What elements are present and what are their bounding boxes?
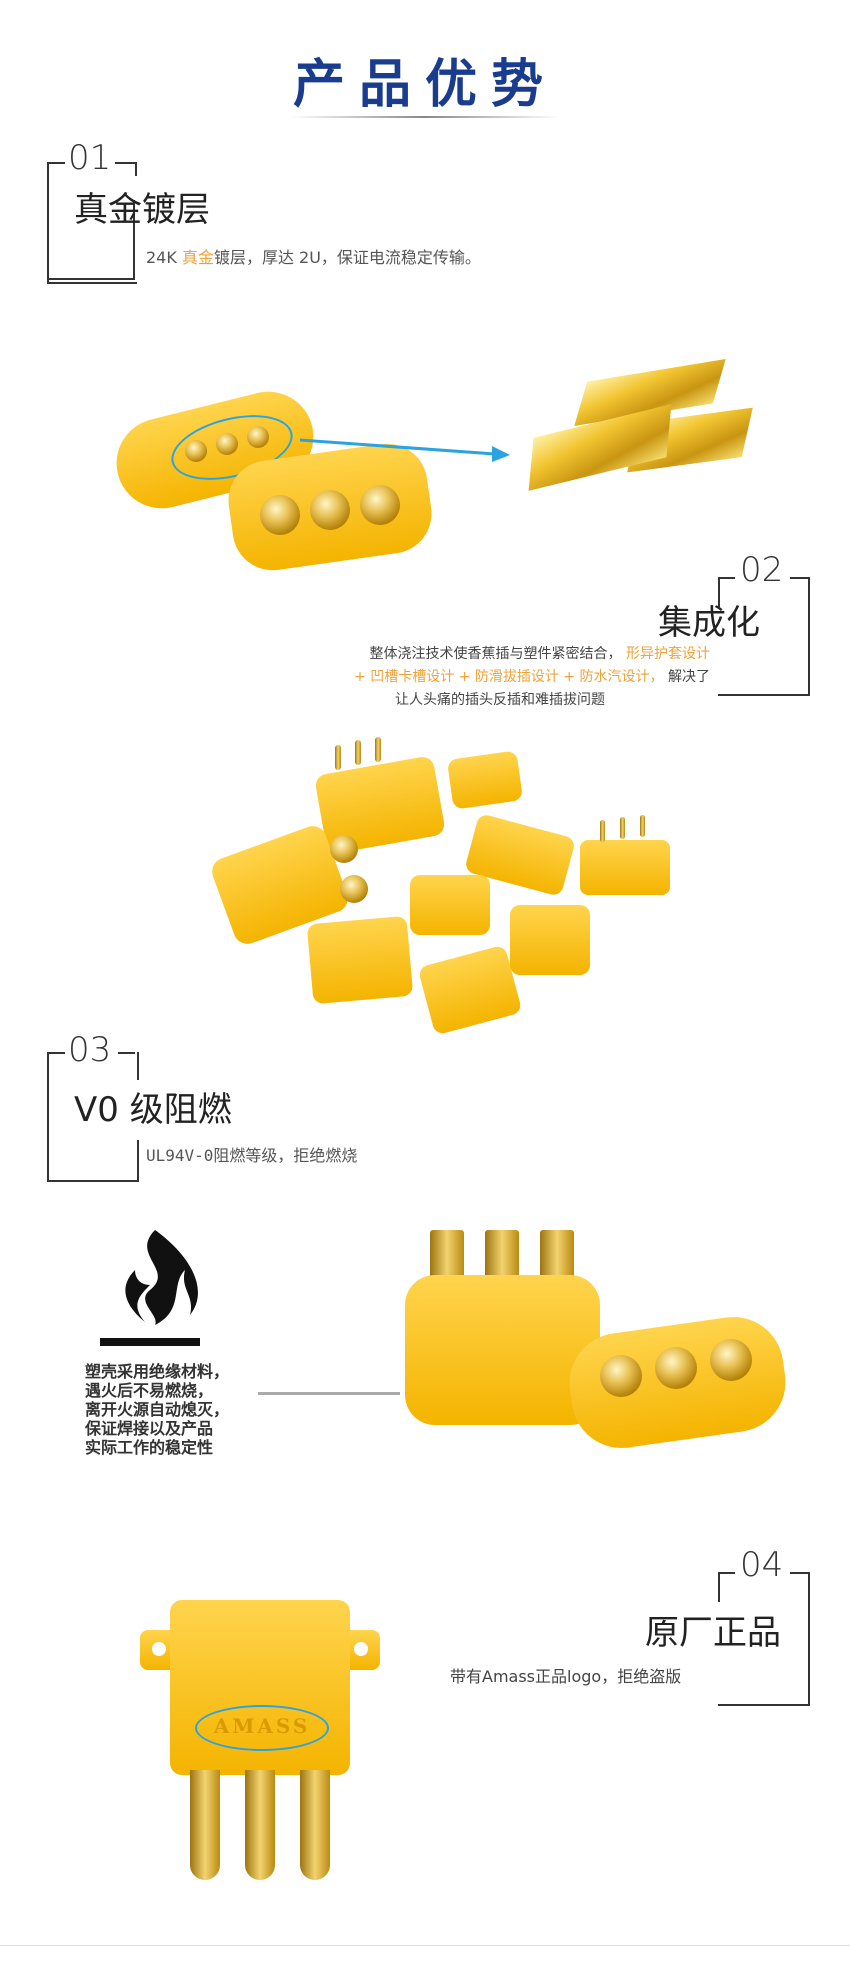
section-03-bracket-mask bbox=[135, 1080, 139, 1140]
pin-icon bbox=[247, 426, 269, 448]
pin-icon bbox=[340, 875, 368, 903]
mount-hole bbox=[354, 1642, 368, 1656]
connector-right bbox=[580, 840, 670, 895]
section-01-number: 01 bbox=[68, 138, 112, 178]
fire-line: 塑壳采用绝缘材料， bbox=[85, 1362, 230, 1381]
connector-group-image bbox=[208, 737, 690, 1045]
fire-line: 保证焊接以及产品 bbox=[85, 1419, 214, 1438]
fire-line: 遇火后不易燃烧， bbox=[85, 1381, 214, 1400]
section-01-desc-accent: 真金 bbox=[181, 248, 214, 267]
pin-rod bbox=[190, 1770, 220, 1880]
section-03-description: UL94V-0阻燃等级，拒绝燃烧 bbox=[146, 1146, 358, 1165]
section-02-bracket-mask bbox=[735, 562, 790, 592]
footer-divider bbox=[0, 1945, 850, 1946]
section-02-title: 集成化 bbox=[658, 603, 760, 643]
section-04-bracket-left bbox=[718, 1572, 720, 1602]
mount-hole bbox=[152, 1642, 166, 1656]
pin-rod bbox=[375, 737, 381, 762]
section-03-bracket-tl bbox=[47, 1052, 65, 1054]
pin-icon bbox=[310, 490, 350, 530]
section-02-description: 整体浇注技术使香蕉插与塑件紧密结合， 形异护套设计 + 凹槽卡槽设计 + 防滑拔… bbox=[230, 643, 710, 712]
pin-icon bbox=[710, 1339, 752, 1381]
connector-center bbox=[410, 875, 490, 935]
pin-icon bbox=[260, 495, 300, 535]
section-02-number: 02 bbox=[740, 550, 784, 590]
section-04-number: 04 bbox=[740, 1545, 784, 1585]
section-01-desc-suffix: 镀层，厚达 2U，保证电流稳定传输。 bbox=[213, 248, 481, 267]
connector-bottom-right bbox=[510, 905, 590, 975]
section-01-bracket-right bbox=[133, 200, 135, 280]
section-03-title: V0 级阻燃 bbox=[74, 1090, 232, 1130]
amass-logo: AMASS bbox=[213, 1714, 311, 1738]
gold-bars-image bbox=[525, 359, 755, 500]
connector-bottom-mid bbox=[417, 944, 523, 1036]
section-01-desc-prefix: 24K bbox=[146, 248, 182, 267]
pin-rod bbox=[620, 817, 625, 839]
section-03-number: 03 bbox=[68, 1030, 112, 1070]
pointer-arrow bbox=[299, 432, 510, 462]
page-title: 产品优势 bbox=[292, 54, 557, 115]
section-01-bracket-topleft-mask bbox=[65, 150, 115, 178]
pin-icon bbox=[655, 1347, 697, 1389]
section-04-bracket-mask bbox=[735, 1558, 790, 1588]
section-02-desc-line3: 让人头痛的插头反插和难插拔问题 bbox=[395, 692, 605, 708]
connector-top-right bbox=[446, 750, 524, 810]
section-01-bracket-tick bbox=[118, 162, 137, 176]
logo-highlight-ellipse bbox=[195, 1705, 329, 1751]
flame-retardant-icon bbox=[100, 1230, 210, 1350]
connector-upright bbox=[405, 1275, 600, 1425]
pin-icon bbox=[600, 1355, 642, 1397]
pin-rod bbox=[355, 740, 361, 765]
section-02-bracket-left bbox=[718, 577, 720, 607]
pin-icon bbox=[185, 440, 207, 462]
section-02-desc-accent-2: + 凹槽卡槽设计 + 防滑拔插设计 + 防水汽设计， bbox=[354, 669, 664, 685]
pin-rod bbox=[245, 1770, 275, 1880]
section-02-desc-line1: 整体浇注技术使香蕉插与塑件紧密结合， bbox=[369, 646, 622, 662]
section-02-desc-line2: 解决了 bbox=[668, 669, 710, 685]
section-03-bracket-tr bbox=[118, 1052, 135, 1054]
pin-rod bbox=[600, 820, 605, 842]
fire-description: 塑壳采用绝缘材料， 遇火后不易燃烧， 离开火源自动熄灭， 保证焊接以及产品 实际… bbox=[85, 1362, 229, 1457]
section-01-bracket-bottom bbox=[47, 278, 135, 280]
section-02-desc-accent-1: 形异护套设计 bbox=[626, 646, 710, 662]
section-01-title: 真金镀层 bbox=[74, 190, 210, 230]
gold-plated-connector-image bbox=[107, 382, 440, 576]
pin-icon bbox=[216, 433, 238, 455]
amass-connector-image: AMASS bbox=[140, 1600, 380, 1900]
pin-icon bbox=[330, 835, 358, 863]
title-underline bbox=[290, 116, 560, 118]
fire-line: 实际工作的稳定性 bbox=[85, 1438, 214, 1457]
fire-line: 离开火源自动熄灭， bbox=[85, 1400, 230, 1419]
pin-rod bbox=[640, 815, 645, 837]
section-04-title: 原厂正品 bbox=[645, 1613, 781, 1653]
pin-rod bbox=[335, 745, 341, 770]
pin-rod bbox=[300, 1770, 330, 1880]
pin-icon bbox=[360, 485, 400, 525]
v0-connector-image bbox=[400, 1225, 800, 1465]
connector-bottom-left bbox=[306, 915, 414, 1005]
connector-line bbox=[258, 1392, 400, 1395]
section-01-description: 24K 真金镀层，厚达 2U，保证电流稳定传输。 bbox=[146, 244, 481, 268]
section-04-description: 带有Amass正品logo，拒绝盗版 bbox=[450, 1667, 682, 1686]
